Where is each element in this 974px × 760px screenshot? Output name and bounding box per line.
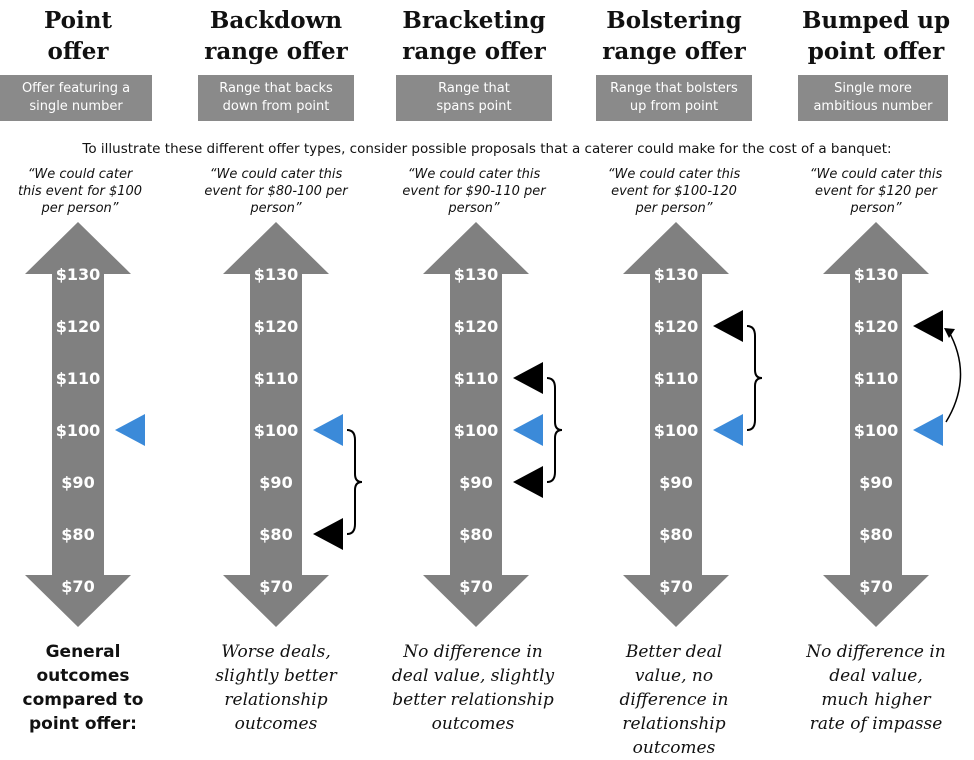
offer-description-box: Range that backs down from point (198, 75, 354, 121)
scale-tick-label: $100 (254, 421, 299, 440)
double-arrow-scale (823, 222, 929, 627)
scale-tick-label: $80 (259, 525, 292, 544)
scale-tick-label: $70 (61, 577, 94, 596)
double-arrow-scale (223, 222, 329, 627)
range-bracket (746, 325, 763, 431)
column-title: Point offer (43, 7, 113, 65)
scale-tick-label: $100 (654, 421, 699, 440)
offer-quote: “We could cater this event for $100-120 … (607, 167, 741, 216)
scale-tick-label: $130 (654, 265, 699, 284)
black-range-marker (313, 518, 343, 550)
scale-tick-label: $90 (459, 473, 492, 492)
blue-point-marker (513, 414, 543, 446)
double-arrow-scale (423, 222, 529, 627)
intro-text: To illustrate these different offer type… (82, 141, 892, 157)
scale-tick-label: $100 (56, 421, 101, 440)
double-arrow-scale (623, 222, 729, 627)
scale-tick-label: $100 (454, 421, 499, 440)
black-range-marker (513, 362, 543, 394)
scale-tick-label: $120 (254, 317, 299, 336)
price-scale-diagram: $130 $120 $110 $100 $90 $80 $70 $130 $120 $110 $10… (25, 222, 962, 627)
scale-tick-label: $90 (859, 473, 892, 492)
scale-tick-label: $80 (859, 525, 892, 544)
scale-tick-label: $70 (459, 577, 492, 596)
black-range-marker (713, 310, 743, 342)
scale-tick-label: $70 (659, 577, 692, 596)
black-range-marker (913, 310, 943, 342)
blue-point-marker (313, 414, 343, 446)
black-range-marker (513, 466, 543, 498)
scale-tick-label: $70 (259, 577, 292, 596)
curved-arrow-line (945, 329, 962, 423)
offer-outcome: Worse deals, slightly better relationshi… (215, 642, 337, 734)
scale-tick-label: $110 (56, 369, 101, 388)
blue-point-marker (713, 414, 743, 446)
scale-tick-label: $80 (659, 525, 692, 544)
scale-tick-label: $130 (254, 265, 299, 284)
offer-description-box: Range that bolsters up from point (596, 75, 752, 121)
double-arrow-scale (25, 222, 131, 627)
scale-tick-label: $130 (454, 265, 499, 284)
offer-description-box: Range that spans point (396, 75, 552, 121)
scale-tick-label: $110 (854, 369, 899, 388)
curved-arrow-head (944, 328, 955, 338)
scale-tick-label: $80 (459, 525, 492, 544)
column-title: Bumped up point offer (801, 7, 951, 65)
scale-tick-label: $120 (56, 317, 101, 336)
scale-tick-label: $80 (61, 525, 94, 544)
column-title: Bracketing range offer (402, 7, 546, 65)
scale-tick-label: $100 (854, 421, 899, 440)
offer-description-box: Single more ambitious number (798, 75, 948, 121)
column-title: Bolstering range offer (602, 7, 746, 65)
scale-tick-label: $90 (659, 473, 692, 492)
offer-outcome: No difference in deal value, slightly be… (391, 642, 555, 734)
scale-tick-label: $70 (859, 577, 892, 596)
scale-tick-label: $130 (854, 265, 899, 284)
general-outcome-label: General outcomes compared to point offer… (22, 642, 144, 734)
scale-tick-label: $120 (854, 317, 899, 336)
scale-tick-label: $110 (254, 369, 299, 388)
offer-outcome: No difference in deal value, much higher… (806, 642, 946, 734)
blue-point-marker (913, 414, 943, 446)
scale-tick-label: $120 (654, 317, 699, 336)
scale-tick-label: $90 (259, 473, 292, 492)
scale-tick-label: $110 (654, 369, 699, 388)
range-bracket (546, 377, 563, 483)
scale-tick-label: $130 (56, 265, 101, 284)
offer-quote: “We could cater this event for $90-110 p… (402, 167, 546, 216)
scale-tick-label: $120 (454, 317, 499, 336)
scale-tick-label: $110 (454, 369, 499, 388)
scale-tick-label: $90 (61, 473, 94, 492)
range-bracket (346, 429, 363, 535)
offer-quote: “We could cater this event for $120 per … (809, 167, 943, 216)
offer-quote: “We could cater this event for $80-100 p… (204, 167, 348, 216)
blue-point-marker (115, 414, 145, 446)
column-title: Backdown range offer (204, 7, 348, 65)
offer-quote: “We could cater this event for $100 per … (17, 167, 143, 216)
offer-description-box: Offer featuring a single number (0, 75, 152, 121)
